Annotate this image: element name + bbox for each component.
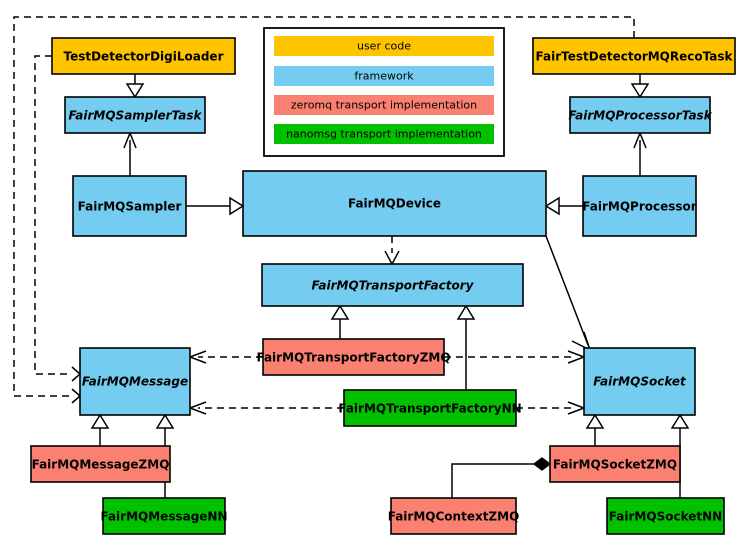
node-fairtestdetectormqrecotask[interactable]: FairTestDetectorMQRecoTask xyxy=(532,37,736,75)
node-testdetectordigiloader[interactable]: TestDetectorDigiLoader xyxy=(51,37,236,75)
edge-device-depends-transportfactory xyxy=(384,236,400,266)
node-fairmqtransportfactoryzmq[interactable]: FairMQTransportFactoryZMQ xyxy=(256,338,451,376)
legend-swatch-framework xyxy=(274,66,494,86)
node-fairmqprocessortask[interactable]: FairMQProcessorTask xyxy=(568,96,713,134)
edge-transportfactorynn-depends-socket xyxy=(516,401,587,415)
edge-processor-inherits-device xyxy=(544,196,583,216)
node-fairmqtransportfactorynn[interactable]: FairMQTransportFactoryNN xyxy=(338,389,522,427)
legend-item-framework: framework xyxy=(274,66,494,86)
node-fairmqsamplertask[interactable]: FairMQSamplerTask xyxy=(64,96,206,134)
node-fairmqdevice[interactable]: FairMQDevice xyxy=(242,170,547,237)
node-fairmqmessage[interactable]: FairMQMessage xyxy=(79,347,191,416)
node-fairmqsocketzmq[interactable]: FairMQSocketZMQ xyxy=(549,445,681,483)
edge-sampler-uses-samplertask xyxy=(123,130,137,176)
legend-item-user-code: user code xyxy=(274,36,494,56)
legend-item-zeromq: zeromq transport implementation xyxy=(274,95,494,115)
node-fairmqcontextzmq[interactable]: FairMQContextZMQ xyxy=(388,497,520,535)
node-fairmqmessagezmq[interactable]: FairMQMessageZMQ xyxy=(30,445,171,483)
legend-swatch-nanomsg xyxy=(274,124,494,144)
edge-transportfactorynn-depends-message xyxy=(187,401,344,415)
edge-transportfactoryzmq-depends-socket xyxy=(444,350,587,364)
node-fairmqmessagenn[interactable]: FairMQMessageNN xyxy=(100,497,228,535)
legend-swatch-user-code xyxy=(274,36,494,56)
edge-socketzmq-composes-contextzmq xyxy=(451,457,552,498)
edge-socketzmq-inherits-socket xyxy=(585,413,605,446)
edge-device-uses-socket xyxy=(545,235,592,352)
edge-digiloader-inherits-samplertask xyxy=(125,74,145,99)
edge-transportfactoryzmq-inherits-transportfactory xyxy=(330,304,350,339)
edge-processor-uses-processortask xyxy=(633,130,647,176)
node-fairmqtransportfactory[interactable]: FairMQTransportFactory xyxy=(261,263,524,307)
legend-swatch-zeromq xyxy=(274,95,494,115)
node-fairmqprocessor[interactable]: FairMQProcessor xyxy=(582,175,697,237)
legend: user code framework zeromq transport imp… xyxy=(263,27,505,157)
node-fairmqsampler[interactable]: FairMQSampler xyxy=(72,175,187,237)
edge-sampler-inherits-device xyxy=(186,196,245,216)
edge-messagezmq-inherits-message xyxy=(90,413,110,446)
node-fairmqsocketnn[interactable]: FairMQSocketNN xyxy=(606,497,725,535)
legend-item-nanomsg: nanomsg transport implementation xyxy=(274,124,494,144)
edge-transportfactoryzmq-depends-message xyxy=(187,350,263,364)
edge-transportfactorynn-inherits-transportfactory xyxy=(456,304,476,390)
edge-recotask-inherits-processortask xyxy=(630,74,650,99)
node-fairmqsocket[interactable]: FairMQSocket xyxy=(583,347,696,416)
